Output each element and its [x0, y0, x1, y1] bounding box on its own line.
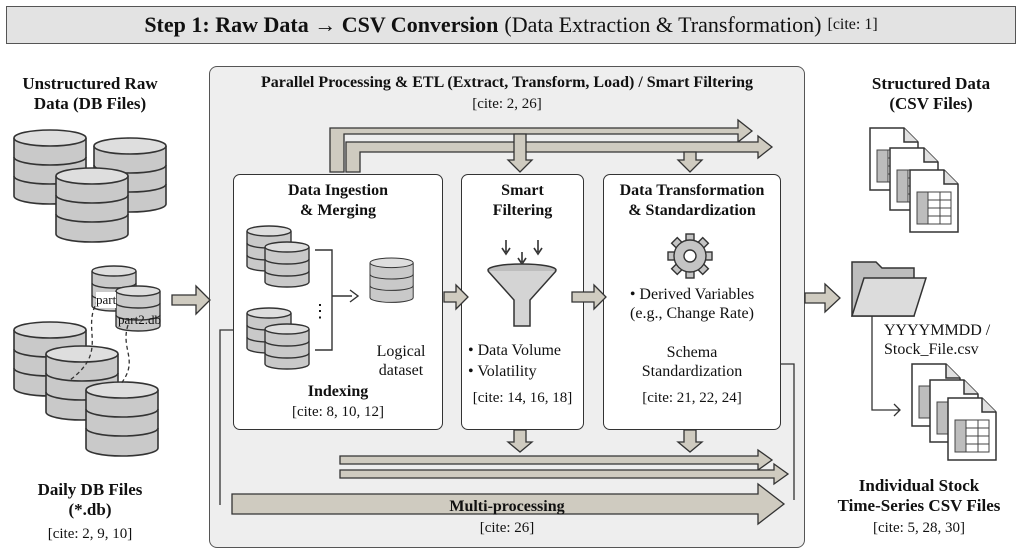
structured-data-heading: Structured Data (CSV Files)	[871, 74, 991, 113]
merge-dashed-line	[69, 299, 130, 386]
logical-dataset-label: Logical dataset	[376, 343, 426, 379]
stage-ingestion-box	[233, 174, 443, 430]
title-subtitle: (Data Extraction & Transformation)	[504, 12, 822, 37]
raw-data-heading: Unstructured Raw Data (DB Files)	[22, 74, 158, 113]
derived-variables-bullet: • Derived Variables (e.g., Change Rate)	[629, 286, 755, 322]
folder-icon	[850, 261, 928, 317]
stock-csv-cite: [cite: 5, 28, 30]	[872, 520, 966, 536]
daily-db-heading: Daily DB Files (*.db)	[37, 480, 143, 519]
csv-files-bottom	[911, 363, 997, 461]
side-connector-line	[781, 363, 795, 500]
panel-title: Parallel Processing & ETL (Extract, Tran…	[261, 74, 753, 91]
panel-cite: [cite: 2, 26]	[472, 96, 542, 112]
ellipsis-vertical: ⋮	[311, 301, 329, 321]
gear-icon	[667, 233, 713, 279]
folder-to-files-line	[871, 316, 901, 417]
stage2-cite: [cite: 14, 16, 18]	[472, 390, 573, 406]
stage2-to-stage3-arrow	[571, 283, 607, 311]
top-flow-arrows	[329, 118, 774, 173]
csv-path-label: YYYYMMDD / Stock_File.csv	[884, 322, 991, 358]
part1-label: part	[96, 292, 117, 308]
bottom-flow-arrows	[231, 429, 790, 526]
title-main: Step 1: Raw Data → CSV Conversion	[144, 12, 499, 37]
ingestion-db-group	[246, 225, 310, 370]
stage1-to-stage2-arrow	[443, 283, 469, 311]
stage1-cite: [cite: 8, 10, 12]	[291, 404, 385, 420]
csv-files-top	[869, 127, 959, 233]
funnel-icon	[487, 240, 557, 327]
bullet-data-volume: • Data Volume	[468, 342, 561, 359]
multiprocessing-cite: [cite: 26]	[479, 520, 535, 536]
stage3-cite: [cite: 21, 22, 24]	[642, 390, 742, 406]
loop-back-line	[219, 329, 233, 505]
output-arrow	[804, 282, 841, 314]
merge-bracket	[315, 249, 352, 351]
daily-db-cite: [cite: 2, 9, 10]	[47, 526, 133, 542]
daily-db-cluster	[13, 321, 159, 457]
title-cite: [cite: 1]	[827, 16, 878, 33]
indexing-label: Indexing	[307, 383, 369, 400]
part2-label: part2.db	[118, 312, 161, 327]
merge-arrowhead	[349, 289, 360, 303]
stage1-title: Data Ingestion & Merging	[287, 182, 388, 219]
raw-db-cluster	[13, 129, 167, 243]
stage2-title: Smart Filtering	[492, 182, 553, 219]
bullet-volatility: • Volatility	[468, 363, 537, 380]
input-arrow	[171, 284, 211, 316]
title-bar: Step 1: Raw Data → CSV Conversion (Data …	[6, 6, 1016, 44]
schema-standardization-label: Schema Standardization	[641, 344, 743, 380]
multiprocessing-label: Multi-processing	[449, 498, 565, 515]
stage3-title: Data Transformation & Standardization	[619, 182, 765, 219]
stock-csv-heading: Individual Stock Time-Series CSV Files	[837, 476, 1001, 515]
logical-dataset-db	[369, 257, 414, 303]
